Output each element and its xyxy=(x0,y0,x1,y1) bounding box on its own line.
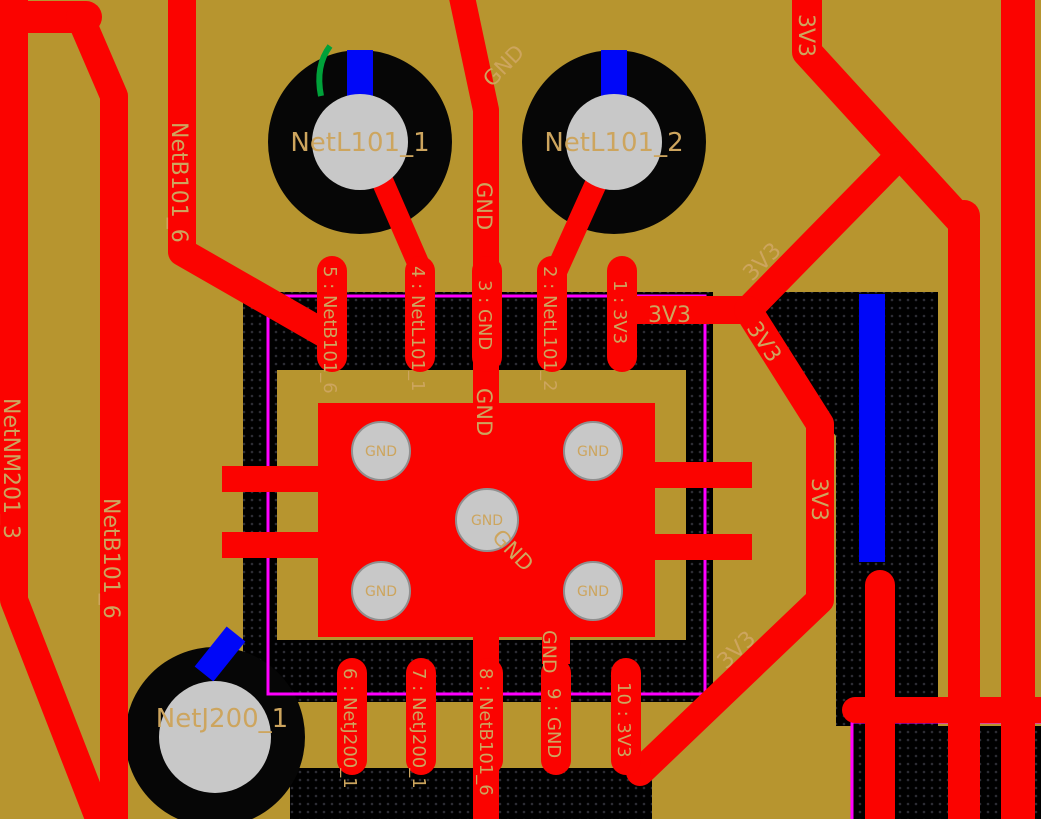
pad-slot-pin1[interactable] xyxy=(607,256,637,372)
label-pad-gnd-1: GND xyxy=(365,444,397,460)
pin-bar-left-2[interactable] xyxy=(222,532,320,558)
label-netl101-2: NetL101_2 xyxy=(544,128,683,158)
label-netb101-6-left: NetB101_6 xyxy=(98,498,123,619)
pad-slot-pin10[interactable] xyxy=(611,658,641,775)
label-pad-gnd-2: GND xyxy=(577,444,609,460)
label-netb101-6-top: NetB101_6 xyxy=(166,122,191,243)
pad-slot-pin9[interactable] xyxy=(541,658,571,775)
pad-slot-pin2[interactable] xyxy=(537,256,567,372)
label-gnd-upper: GND xyxy=(472,182,496,230)
pin-label-1: 1 : 3V3 xyxy=(609,280,630,344)
label-netnm201-3: NetNM201_3 xyxy=(0,398,23,539)
pad-slot-pin8[interactable] xyxy=(473,658,503,775)
label-pad-gnd-5: GND xyxy=(577,584,609,600)
pin-label-6: 6 : NetJ200_1 xyxy=(339,668,360,789)
pin-label-8: 8 : NetB101_6 xyxy=(475,668,496,796)
component-pad-gnd-center[interactable] xyxy=(455,488,519,552)
keepout-bottom-strip xyxy=(290,768,652,819)
blue-traces[interactable] xyxy=(194,50,885,682)
pad-slot-pin4[interactable] xyxy=(405,256,435,372)
component-pad-gnd-2[interactable] xyxy=(563,421,623,481)
trace-blue-netj200[interactable] xyxy=(194,626,246,682)
trace-3v3-top[interactable] xyxy=(792,0,979,239)
pin-label-9: 9 : GND xyxy=(543,688,564,758)
keepout-right-column xyxy=(686,292,713,702)
pin-label-2: 2 : NetL101_2 xyxy=(539,266,560,391)
pad-slot-pin3[interactable] xyxy=(472,256,502,372)
component-pad-gnd-5[interactable] xyxy=(563,561,623,621)
pad-centers[interactable] xyxy=(159,94,662,793)
pad-slot-pin7[interactable] xyxy=(406,658,436,775)
trace-green-netl101-1[interactable] xyxy=(316,44,333,97)
trace-netb101-left[interactable] xyxy=(66,3,128,819)
pad-netl101-2[interactable] xyxy=(566,94,662,190)
pin-bar-left-1[interactable] xyxy=(222,466,320,492)
label-pad-gnd-4: GND xyxy=(365,584,397,600)
keepout-left-column xyxy=(243,292,277,702)
trace-3v3-loop[interactable] xyxy=(626,296,834,786)
pin-bar-right-2[interactable] xyxy=(653,534,752,560)
pin-label-5: 5 : NetB101_6 xyxy=(319,266,340,394)
pin9-gnd-stub[interactable] xyxy=(542,626,570,664)
label-gnd-mid: GND xyxy=(472,388,496,436)
pin-label-4: 4 : NetL101_1 xyxy=(407,266,428,391)
label-3v3-right: 3V3 xyxy=(806,478,831,521)
component-pad-gnd-1[interactable] xyxy=(351,421,411,481)
pad-netl101-1[interactable] xyxy=(312,94,408,190)
label-pad-gnd-center: GND xyxy=(471,513,503,529)
component-pad-gnd-4[interactable] xyxy=(351,561,411,621)
label-3v3-top: 3V3 xyxy=(793,14,818,57)
label-gnd-pin9-trace: GND xyxy=(538,630,560,674)
pin-label-3: 3 : GND xyxy=(474,280,495,350)
pad-slot-pin6[interactable] xyxy=(337,658,367,775)
pin-bar-right-1[interactable] xyxy=(653,462,752,488)
label-3v3-pin1-side: 3V3 xyxy=(648,303,691,328)
pad-slot-pin5[interactable] xyxy=(317,256,347,372)
pin-label-7: 7 : NetJ200_1 xyxy=(408,668,429,789)
label-netj200-1: NetJ200_1 xyxy=(156,704,288,734)
label-netl101-1: NetL101_1 xyxy=(290,128,429,158)
trace-left-edge-netnm201[interactable] xyxy=(0,0,115,819)
trace-netb101-top[interactable] xyxy=(168,0,346,352)
pin-label-10: 10 : 3V3 xyxy=(613,682,634,758)
pad-netj200-1[interactable] xyxy=(159,681,271,793)
